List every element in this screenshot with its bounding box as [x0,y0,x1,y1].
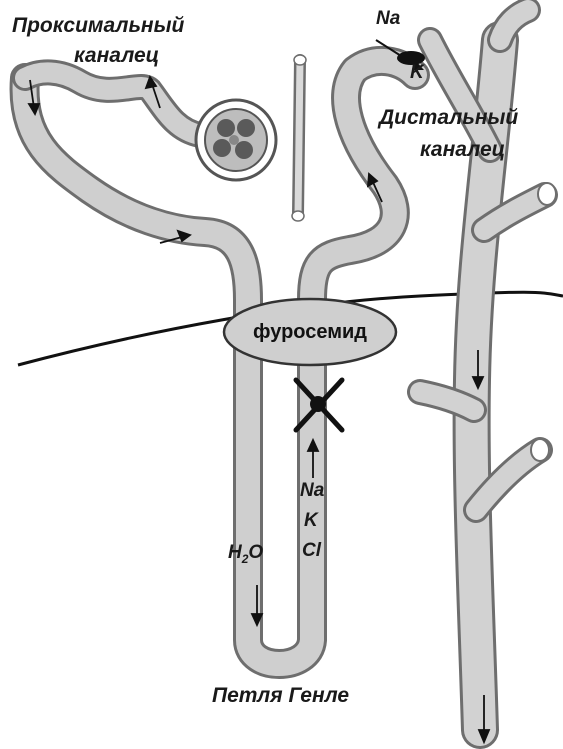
ion-cl-label: Cl [302,540,321,562]
ion-na-label: Na [300,480,324,502]
proximal-tubule-label-2: каналец [74,44,159,68]
loop-of-henle-label: Петля Генле [212,684,349,708]
top-k-label: K [410,62,424,84]
proximal-tubule-label: Проксимальный [12,14,184,38]
water-label: H2O [228,542,263,566]
distal-tubule-label: Дистальный [379,106,518,130]
top-na-label: Na [376,8,400,30]
drug-label: фуросемид [224,299,396,365]
distal-tubule-label-2: каналец [420,138,505,162]
ion-k-label: K [304,510,318,532]
glomerulus [196,100,276,180]
